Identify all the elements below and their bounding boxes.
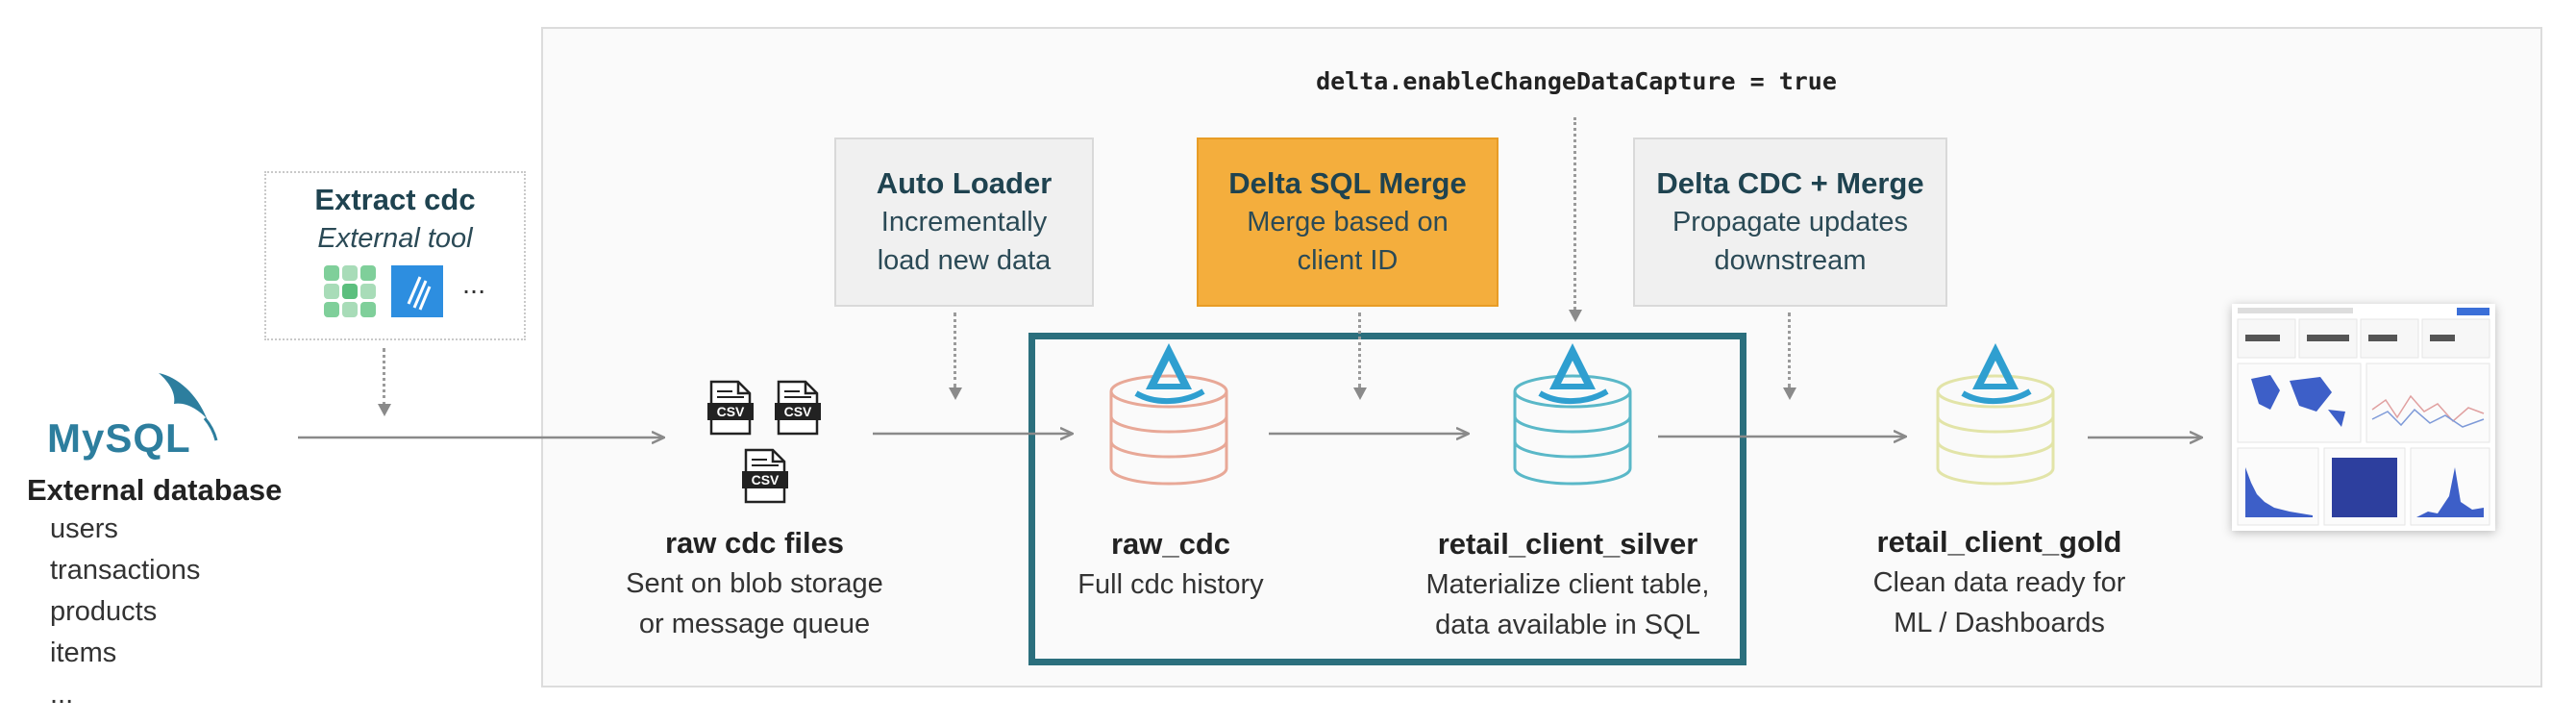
- delta-sql-merge-desc-1: Merge based on: [1247, 207, 1449, 238]
- external-database-title: External database: [27, 473, 283, 507]
- retail-client-silver-label: retail_client_silver Materialize client …: [1390, 524, 1746, 645]
- tool-logo-stripes-icon: [391, 265, 443, 317]
- db-item-users: users: [50, 513, 118, 544]
- retail-client-silver-table-icon: [1511, 341, 1634, 486]
- retail-client-gold-label: retail_client_gold Clean data ready for …: [1826, 522, 2172, 643]
- raw-cdc-table-icon: [1107, 341, 1230, 486]
- dotted-arrow-cdc-merge: [1788, 312, 1791, 388]
- csv-label: CSV: [751, 472, 780, 488]
- csv-file-icon: CSV: [742, 448, 788, 504]
- retail-client-gold-title: retail_client_gold: [1876, 525, 2122, 559]
- retail-client-silver-desc-2: data available in SQL: [1435, 610, 1700, 640]
- raw-cdc-files-label: raw cdc files Sent on blob storage or me…: [596, 523, 913, 644]
- change-data-capture-setting: delta.enableChangeDataCapture = true: [1316, 67, 1837, 95]
- db-item-items: items: [50, 638, 117, 668]
- delta-cdc-merge-title: Delta CDC + Merge: [1656, 166, 1924, 200]
- tool-logo-grid-icon: [324, 265, 376, 317]
- retail-client-silver-desc-1: Materialize client table,: [1425, 569, 1710, 600]
- delta-cdc-merge-desc-2: downstream: [1714, 245, 1867, 276]
- retail-client-gold-desc-2: ML / Dashboards: [1894, 608, 2105, 638]
- extract-cdc-box: Extract cdc External tool ...: [264, 171, 526, 340]
- db-item-more: ...: [50, 679, 74, 710]
- delta-sql-merge-title: Delta SQL Merge: [1228, 166, 1467, 200]
- extract-cdc-subtitle: External tool: [317, 223, 473, 254]
- dotted-arrow-merge-head: [1353, 388, 1367, 400]
- csv-file-icon: CSV: [775, 380, 821, 436]
- raw-cdc-title: raw_cdc: [1110, 527, 1231, 561]
- raw-cdc-files-desc-1: Sent on blob storage: [626, 568, 883, 599]
- dotted-arrow-merge: [1358, 312, 1361, 388]
- raw-cdc-label: raw_cdc Full cdc history: [1027, 524, 1315, 605]
- retail-client-gold-desc-1: Clean data ready for: [1872, 567, 2126, 598]
- auto-loader-desc-1: Incrementally: [880, 207, 1048, 238]
- auto-loader-desc-2: load new data: [877, 245, 1052, 276]
- pipeline-frame: [541, 27, 2542, 688]
- extract-cdc-title: Extract cdc: [314, 183, 476, 216]
- dotted-arrow-cdc-merge-head: [1783, 388, 1796, 400]
- dotted-arrow-extract-head: [378, 404, 391, 416]
- delta-sql-merge-desc-2: client ID: [1297, 245, 1399, 276]
- mysql-wordmark: MySQL: [47, 415, 191, 461]
- mysql-logo: MySQL: [43, 365, 235, 462]
- dotted-arrow-extract: [383, 348, 385, 406]
- delta-sql-merge-box: Delta SQL Merge Merge based on client ID: [1197, 138, 1499, 307]
- dotted-arrow-autoloader: [954, 312, 956, 388]
- dashboard-thumbnail: [2232, 304, 2495, 531]
- delta-lake-highlight-box: [1028, 333, 1746, 665]
- extract-more-tools: ...: [462, 269, 486, 300]
- csv-label: CSV: [716, 404, 745, 419]
- dolphin-icon: [159, 373, 218, 441]
- raw-cdc-files-title: raw cdc files: [664, 526, 845, 560]
- csv-file-icon: CSV: [707, 380, 754, 436]
- dotted-arrow-cdc-setting: [1573, 117, 1576, 310]
- db-item-transactions: transactions: [50, 555, 201, 586]
- dotted-arrow-autoloader-head: [949, 388, 962, 400]
- raw-cdc-files-desc-2: or message queue: [638, 609, 871, 639]
- delta-cdc-merge-box: Delta CDC + Merge Propagate updates down…: [1633, 138, 1947, 307]
- retail-client-silver-title: retail_client_silver: [1437, 527, 1698, 561]
- retail-client-gold-table-icon: [1934, 341, 2057, 486]
- csv-label: CSV: [783, 404, 812, 419]
- auto-loader-box: Auto Loader Incrementally load new data: [834, 138, 1094, 307]
- dotted-arrow-cdc-setting-head: [1569, 310, 1582, 322]
- raw-cdc-desc-1: Full cdc history: [1077, 569, 1264, 600]
- delta-cdc-merge-desc-1: Propagate updates: [1672, 207, 1909, 238]
- db-item-products: products: [50, 596, 158, 627]
- auto-loader-title: Auto Loader: [876, 166, 1053, 200]
